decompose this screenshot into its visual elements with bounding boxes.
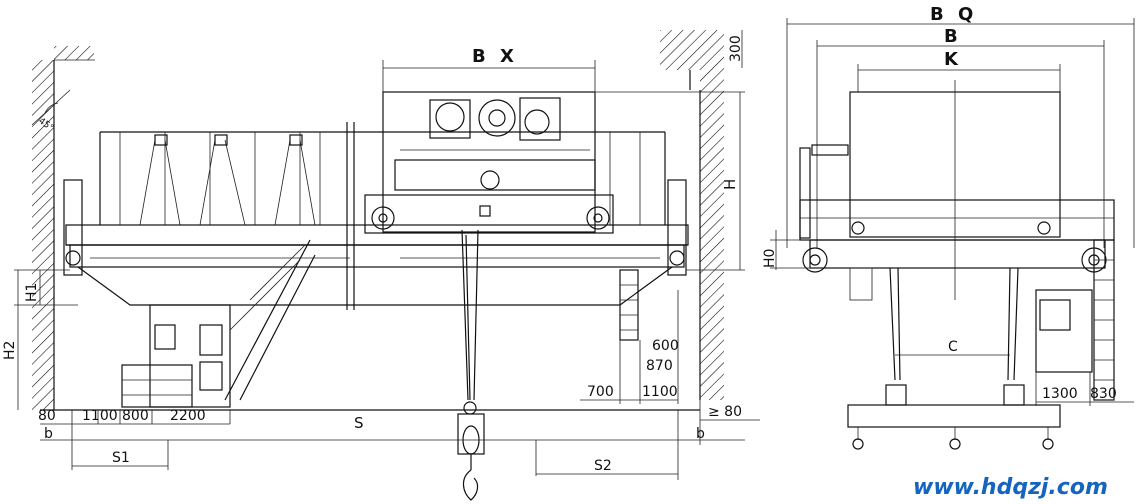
h1-label: H1 — [24, 283, 40, 302]
dim-800: 800 — [122, 408, 149, 424]
dim-600: 600 — [652, 338, 679, 354]
dim-1100-right: 1100 — [642, 384, 678, 400]
dim-1300: 1300 — [1042, 386, 1078, 402]
b-right-label: b — [696, 426, 705, 442]
center-posts — [346, 122, 355, 310]
dim-2200: 2200 — [170, 408, 206, 424]
watermark: www.hdqzj.com — [913, 475, 1108, 500]
dim-min-80: ≥ 80 — [708, 404, 742, 420]
left-wall — [31, 46, 95, 410]
h-label: H — [721, 179, 739, 190]
operator-cab — [121, 304, 231, 408]
walkway-railing — [99, 131, 666, 226]
side-view — [770, 18, 1135, 450]
dim-870: 870 — [646, 358, 673, 374]
front-dimensions — [14, 30, 760, 480]
s1-label: S1 — [112, 450, 130, 466]
dim-830: 830 — [1090, 386, 1117, 402]
end-ladder — [619, 269, 639, 341]
span-label: S — [354, 414, 364, 432]
k-label: K — [944, 49, 962, 70]
b-label: B — [944, 26, 962, 47]
dim-1100-left: 1100 — [82, 408, 118, 424]
trolley — [364, 91, 614, 234]
bx-label: B X — [472, 46, 518, 67]
hook-assembly — [457, 229, 485, 501]
main-girder — [63, 179, 689, 306]
dim-80-left: 80 — [38, 408, 56, 424]
access-ladder — [224, 239, 316, 401]
b-left-label: b — [44, 426, 53, 442]
dim-700: 700 — [587, 384, 614, 400]
bq-label: B Q — [930, 4, 977, 25]
s2-label: S2 — [594, 458, 612, 474]
clearance-label: 300 — [728, 35, 744, 62]
c-label: C — [948, 339, 958, 355]
h2-label: H2 — [2, 341, 18, 360]
h0-label: H0 — [762, 249, 778, 268]
